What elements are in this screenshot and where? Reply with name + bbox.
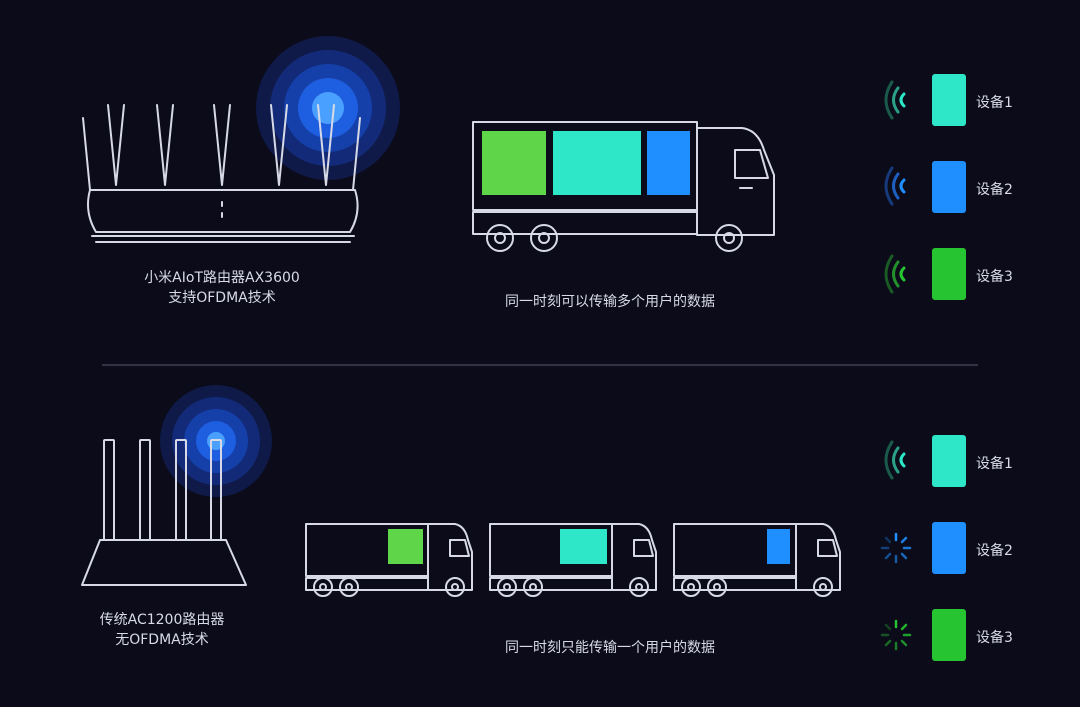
signal-glow-top: [256, 36, 400, 180]
loading-spinner-icon: [880, 532, 912, 564]
device-card-3: [932, 248, 966, 300]
device-label-1: 设备1: [976, 456, 1013, 472]
router-caption-line2: 支持OFDMA技术: [168, 290, 276, 306]
device-label-2: 设备2: [976, 182, 1013, 198]
truck-caption-bottom: 同一时刻只能传输一个用户的数据: [505, 640, 715, 656]
wifi-waves-icon: [884, 80, 906, 120]
router-caption-line1: 传统AC1200路由器: [99, 612, 225, 628]
device-card-1: [932, 435, 966, 487]
device-card-2: [932, 161, 966, 213]
truck-single-1: [305, 523, 473, 597]
truck-multi-user: [472, 121, 775, 252]
device-card-3: [932, 609, 966, 661]
truck-caption-top: 同一时刻可以传输多个用户的数据: [505, 294, 715, 310]
router-caption-bottom: 传统AC1200路由器 无OFDMA技术: [62, 610, 262, 650]
wifi-waves-icon: [884, 440, 906, 480]
wifi-waves-icon: [884, 166, 906, 206]
router-caption-top: 小米AIoT路由器AX3600 支持OFDMA技术: [122, 268, 322, 308]
wifi-waves-icon: [884, 254, 906, 294]
router-caption-line2: 无OFDMA技术: [115, 632, 209, 648]
device-label-1: 设备1: [976, 95, 1013, 111]
device-label-3: 设备3: [976, 269, 1013, 285]
router-body-top: [87, 189, 359, 243]
router-antennas-top: [82, 104, 361, 191]
truck-single-3: [673, 523, 841, 597]
device-card-1: [932, 74, 966, 126]
router-body-bottom: [81, 539, 247, 586]
device-label-3: 设备3: [976, 630, 1013, 646]
truck-single-2: [489, 523, 657, 597]
router-caption-line1: 小米AIoT路由器AX3600: [144, 270, 300, 286]
device-card-2: [932, 522, 966, 574]
loading-spinner-icon: [880, 619, 912, 651]
device-label-2: 设备2: [976, 543, 1013, 559]
